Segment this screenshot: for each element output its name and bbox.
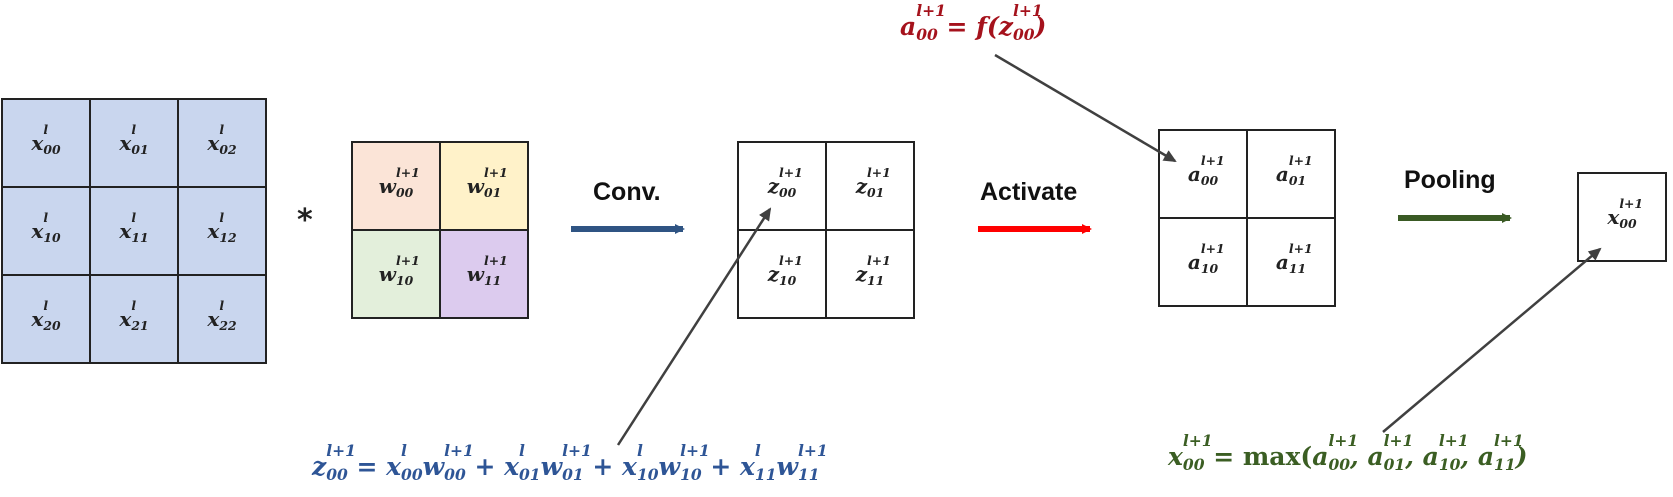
pooling-formula-pointer [1382,247,1602,433]
conv-label: Conv. [593,178,661,206]
conv-formula-pointer [616,207,772,446]
activate-label: Activate [980,178,1078,206]
convolution-operator: * [297,203,313,238]
activation-formula-pointer [994,53,1177,163]
pooling-label: Pooling [1404,166,1496,194]
